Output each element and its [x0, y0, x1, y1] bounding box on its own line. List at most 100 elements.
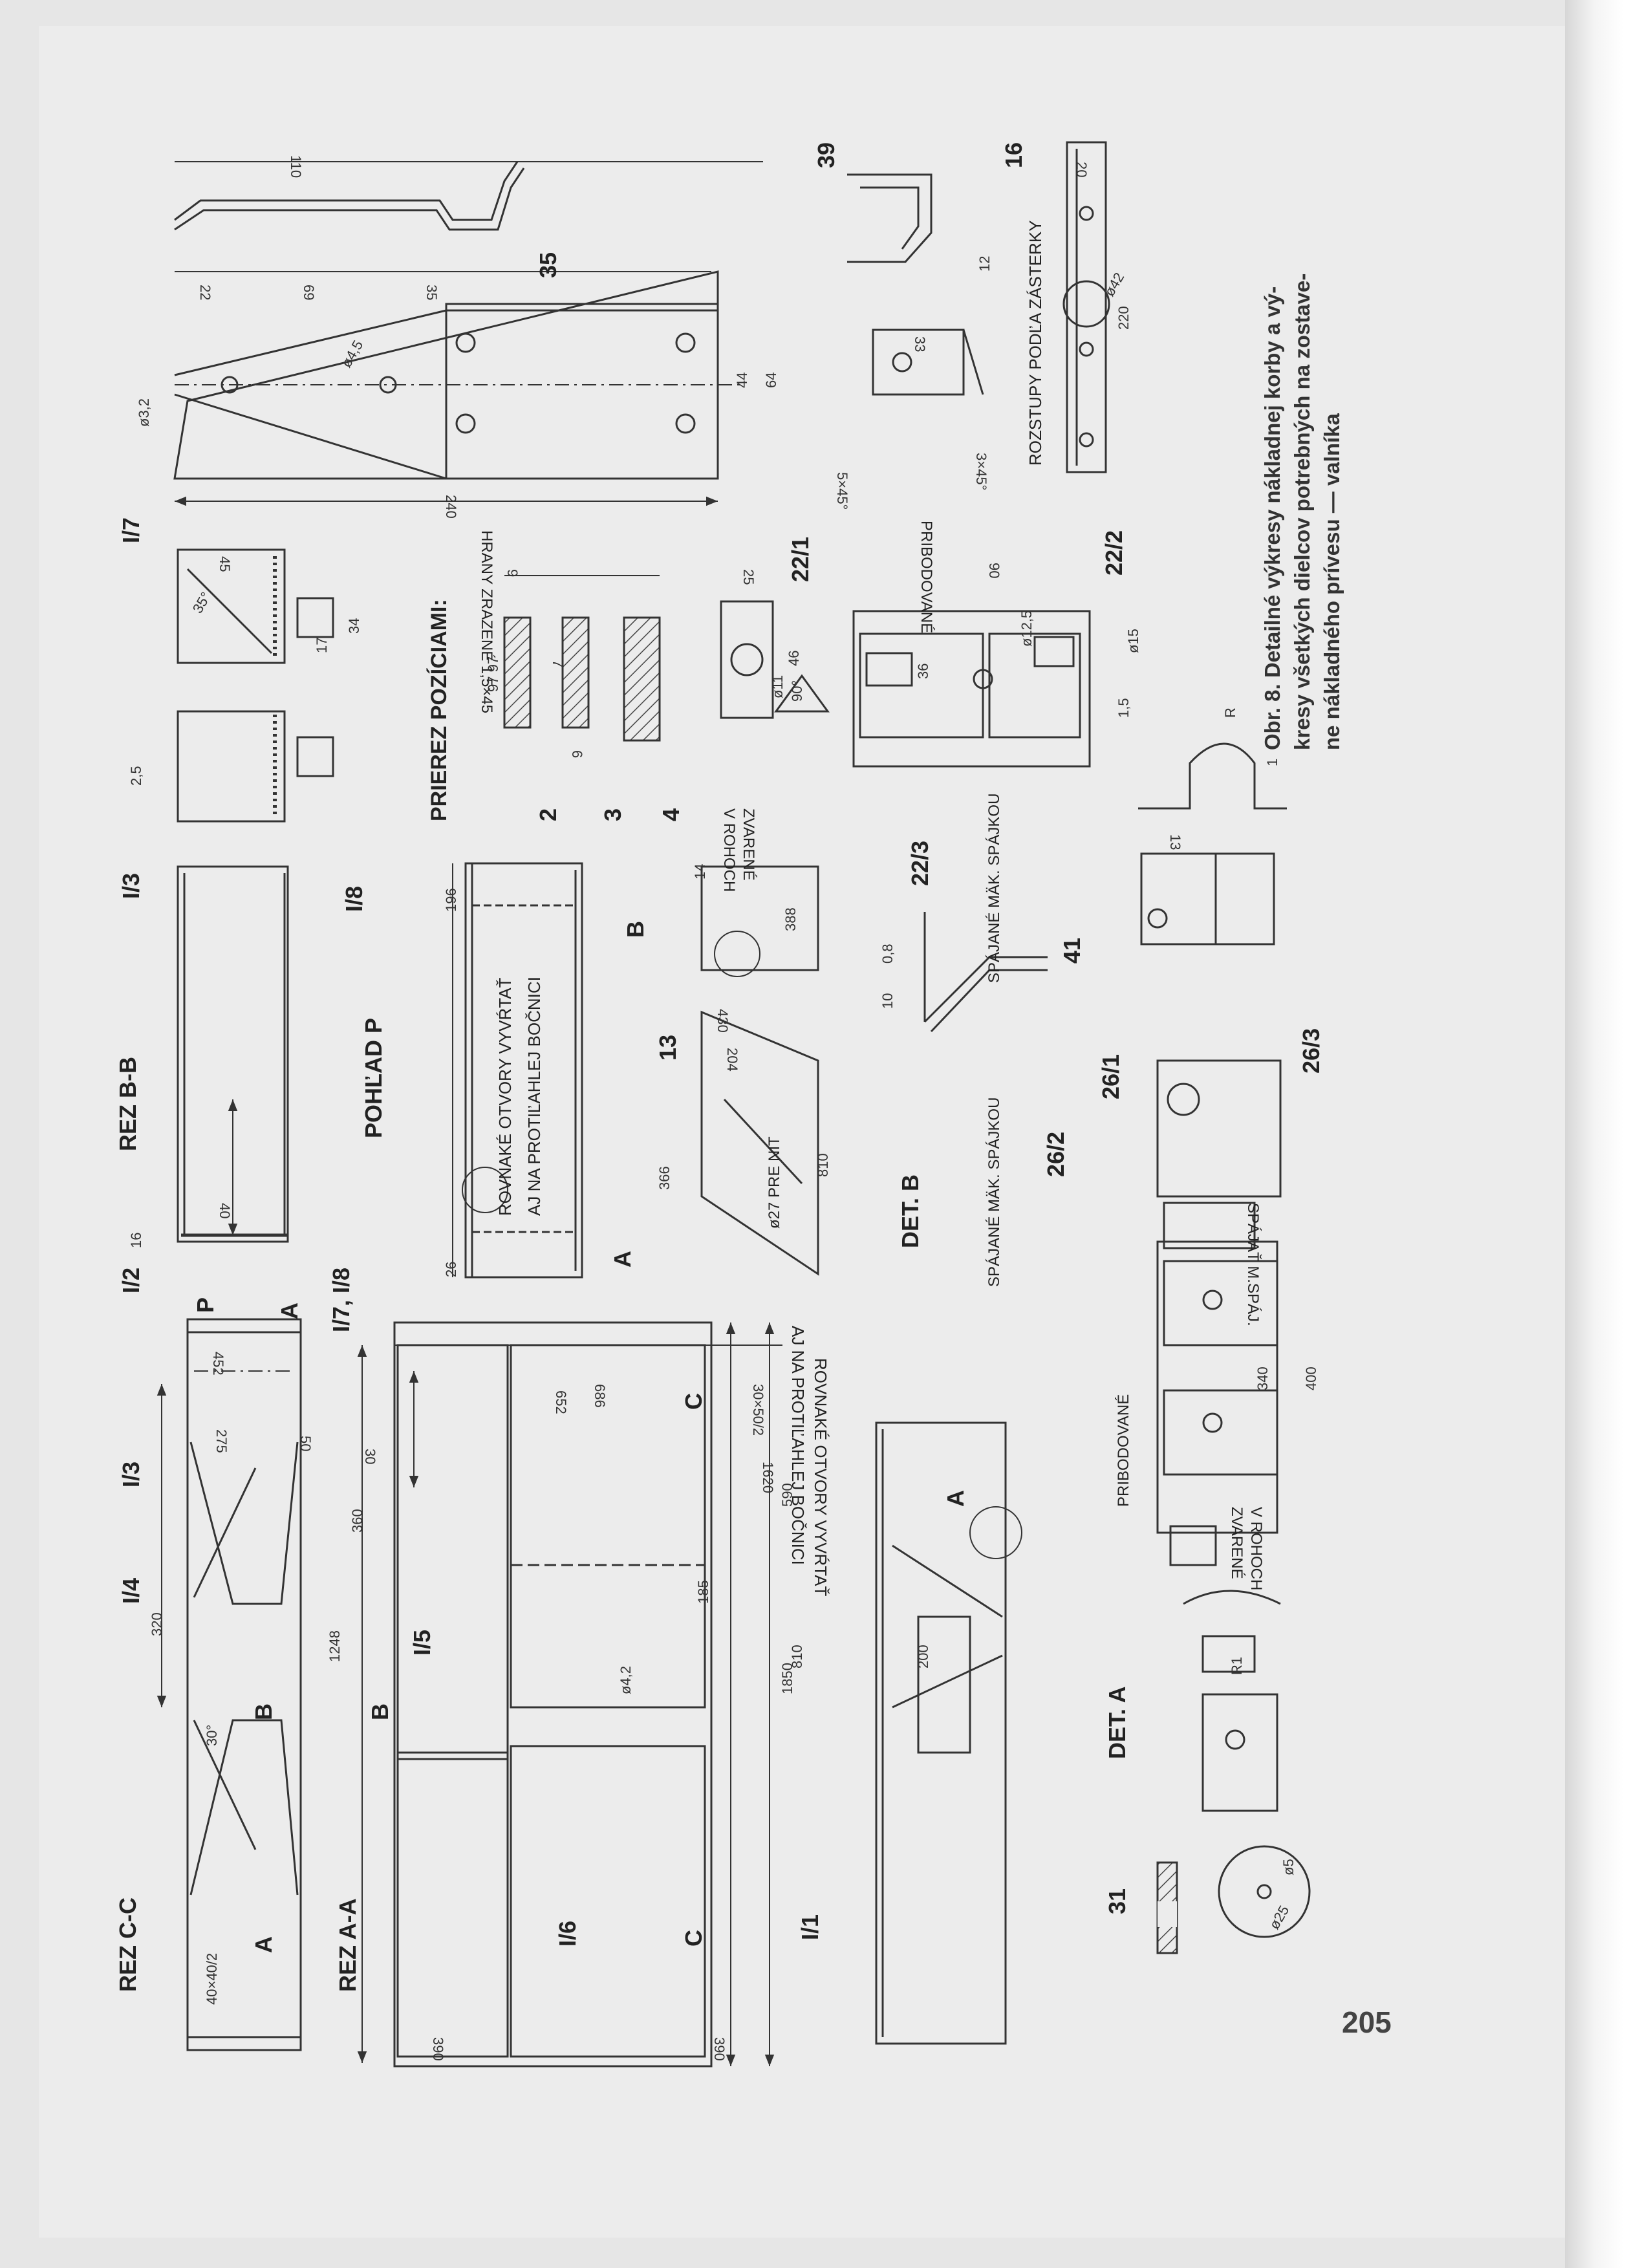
label-prierez: PRIEREZ POZÍCIAMI: [427, 599, 451, 821]
part-22 [720, 600, 1091, 768]
section-a-a [357, 1321, 782, 2068]
caption-line-3: ne nákladného prívesu — valníka [1320, 413, 1344, 750]
dim-185: 185 [695, 1580, 711, 1604]
dim-204: 204 [724, 1048, 740, 1072]
label-pre-nit: ø27 PRE NIT [766, 1136, 783, 1229]
dim-26: 26 [443, 1262, 459, 1277]
dim-30deg: 30° [204, 1725, 220, 1746]
dim-1248: 1248 [327, 1630, 343, 1662]
dim-25: 25 [740, 569, 757, 585]
part-41-clamp [1138, 742, 1287, 945]
dim-90: 90 [986, 563, 1002, 578]
dim-430: 430 [715, 1009, 731, 1033]
label-v-rohoch-1: V ROHOCH [720, 808, 738, 892]
label-spajat: SPÁJAŤ M.SPÁJ. [1244, 1203, 1262, 1326]
dim-16: 16 [128, 1233, 144, 1248]
pos-1-3-b: I/3 [118, 1462, 144, 1487]
dim-2-5: 2,5 [128, 766, 144, 786]
marker-b-2: B [367, 1703, 393, 1720]
label-spajane-1: SPÁJANÉ MÄK. SPÁJKOU [986, 794, 1003, 983]
label-pohlad-p: POHĽAD P [360, 1018, 387, 1138]
label-zvarene-1: ZVARENÉ [740, 808, 757, 881]
dim-652: 652 [553, 1390, 569, 1414]
dim-9: 9 [504, 569, 521, 577]
pos-1-3-a: I/3 [118, 873, 144, 899]
label-aj-na-2: AJ NA PROTIĽAHLEJ BOČNICI [788, 1326, 808, 1565]
dim-46: 46 [786, 651, 802, 666]
pos-26-1: 26/1 [1097, 1054, 1124, 1099]
dim-45: 45 [217, 556, 233, 572]
pos-13: 13 [654, 1035, 681, 1061]
pos-22-2: 22/2 [1101, 530, 1127, 576]
label-pribodovane-2: PRIBODOVANÉ [1115, 1394, 1132, 1507]
marker-a-3: A [609, 1251, 636, 1268]
dim-17: 17 [314, 638, 330, 653]
dim-14: 14 [692, 864, 708, 880]
section-b-b [177, 865, 289, 1243]
pos-1-7-1-8: I/7, I/8 [328, 1268, 354, 1332]
pos-16: 16 [1000, 142, 1027, 168]
label-rovnake-1: ROVNAKÉ OTVORY VYVŔTAŤ [495, 977, 515, 1216]
dim-388: 388 [782, 907, 799, 931]
dim-50: 50 [297, 1436, 314, 1451]
pos-1-1: I/1 [797, 1914, 823, 1940]
dim-25b: ø25 [1266, 1903, 1293, 1932]
marker-c-1: C [680, 1393, 707, 1410]
pos-1-4: I/4 [118, 1578, 144, 1604]
dim-33: 33 [912, 336, 928, 352]
detail-b-profile [923, 912, 1048, 1033]
part-35-profile [174, 161, 763, 272]
dim-1-5: 1,5 [1116, 698, 1132, 718]
figure-caption: Obr. 8. Detailné výkresy nákladnej korby… [1258, 91, 1368, 750]
marker-c-2: C [680, 1930, 707, 1947]
label-det-b: DET. B [897, 1174, 923, 1248]
dim-200: 200 [915, 1645, 931, 1669]
dim-240: 240 [443, 495, 459, 519]
detail-b-cross-sections [503, 575, 661, 742]
side-panel-a [875, 1421, 1022, 2045]
dim-5x45: 5×45° [834, 472, 850, 510]
dim-366: 366 [656, 1166, 673, 1190]
dim-3-2: ø3,2 [136, 398, 152, 427]
dim-30: 30 [362, 1449, 378, 1464]
dim-320: 320 [149, 1612, 165, 1636]
dim-7: 7 [550, 660, 566, 667]
dim-220: 220 [1116, 306, 1132, 330]
marker-p: P [192, 1297, 219, 1313]
dim-40x40: 40×40/2 [204, 1953, 220, 2005]
label-v-rohoch-2: V ROHOCH [1247, 1507, 1265, 1590]
part-26 [1156, 1059, 1282, 1566]
marker-a-2: A [276, 1302, 303, 1319]
dim-275: 275 [213, 1429, 230, 1453]
label-rez-a-a: REZ A-A [334, 1898, 361, 1992]
dim-35: 35 [424, 285, 440, 300]
pos-26-2: 26/2 [1042, 1132, 1069, 1177]
pos-1-2: I/2 [118, 1268, 144, 1293]
pos-1-6: I/6 [554, 1921, 581, 1947]
dim-30x50: 30×50/2 [750, 1384, 766, 1436]
dim-40: 40 [217, 1203, 233, 1218]
dim-110: 110 [288, 155, 304, 178]
pos-4: 4 [658, 808, 684, 821]
dim-r: R [1222, 707, 1238, 718]
label-rozstupy: ROZSTUPY PODĽA ZÁSTERKY [1026, 220, 1045, 466]
dim-0-8: 0,8 [879, 944, 896, 964]
dim-36: 36 [915, 664, 931, 679]
part-1-7-1-8 [177, 548, 334, 823]
part-39-bracket [847, 173, 984, 396]
pos-22-3: 22/3 [907, 841, 933, 886]
dim-1850: 1850 [779, 1663, 795, 1694]
dim-11: ø11 [770, 675, 786, 698]
pos-2: 2 [535, 808, 561, 821]
binding-edge [1565, 0, 1649, 2268]
dim-64: 64 [763, 373, 779, 388]
side-panel-b [471, 862, 819, 1279]
pos-1-7: I/7 [118, 517, 144, 543]
caption-line-1: Obr. 8. Detailné výkresy nákladnej korby… [1260, 286, 1284, 750]
pos-39: 39 [813, 142, 839, 168]
dim-10: 10 [879, 993, 896, 1009]
dim-196: 196 [443, 888, 459, 912]
dim-9797: 97 97 [485, 656, 501, 692]
dim-4-2: ø4,2 [618, 1666, 634, 1694]
